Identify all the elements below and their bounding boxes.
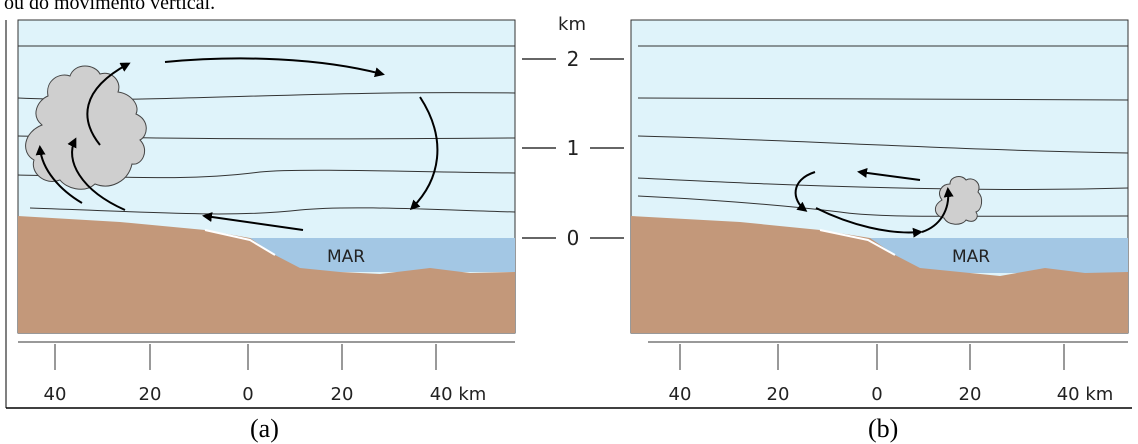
panel-a-land [18,216,515,333]
panel-a-circulation-arrows [35,57,439,231]
panel-a-sea [250,238,515,272]
panel-a-x-tick-label: 20 [331,384,354,405]
panel-b: MAR 40 20 0 20 40 km [630,19,1129,405]
panel-b-x-tick-label: 40 km [1057,384,1114,405]
panel-b-shoreline [819,229,896,256]
panel-b-x-ticks [679,344,1065,370]
panel-a-x-ticks [54,344,437,370]
panel-b-x-tick-label: 20 [767,384,790,405]
panel-b-sea [870,238,1128,273]
panel-a-sea-label: MAR [327,247,365,267]
panel-a-x-tick-label: 0 [242,384,253,405]
panel-b-circulation-arrows [794,167,954,238]
caption-text: ou do movimento vertical. [4,0,216,14]
panel-b-sublabel: (b) [868,414,899,443]
panel-a-x-tick-label: 20 [139,384,162,405]
height-axis: km 2 1 0 [522,14,624,250]
panel-b-sea-label: MAR [952,247,990,267]
height-tick-label: 0 [567,226,580,250]
panel-b-x-tick-label: 20 [959,384,982,405]
panel-a-sublabel: (a) [250,414,279,443]
panel-a: MAR 40 20 0 20 40 km [17,19,516,405]
height-tick-label: 2 [567,47,580,71]
panel-a-x-tick-label: 40 km [430,384,487,405]
height-axis-unit: km [558,14,586,35]
panel-b-x-tick-label: 0 [871,384,882,405]
panel-b-stream-lines [637,45,1129,217]
panel-a-x-tick-label: 40 [44,384,67,405]
panel-b-land [631,216,1128,333]
panel-a-shoreline [204,229,276,256]
height-tick-label: 1 [567,136,580,160]
panel-b-x-tick-label: 40 [669,384,692,405]
